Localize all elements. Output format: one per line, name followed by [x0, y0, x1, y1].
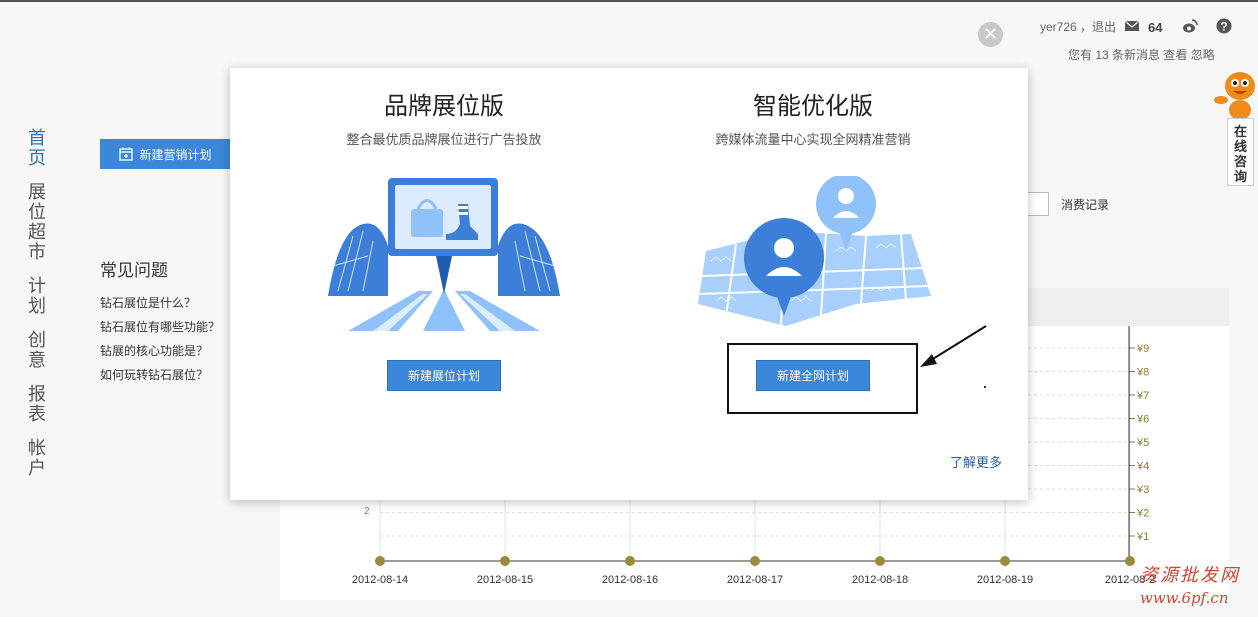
chart-point	[1000, 556, 1010, 566]
brand-subtitle: 整合最优质品牌展位进行广告投放	[346, 132, 542, 147]
chart-right-tick-label: ¥9	[1136, 343, 1149, 355]
mascot-icon	[1214, 72, 1255, 120]
notice-bar: 您有 13 条新消息 查看 忽略	[1068, 46, 1215, 63]
consume-record-link[interactable]: 消费记录	[1061, 198, 1110, 212]
faq-list: 钻石展位是什么？ 钻石展位有哪些功能？ 钻展的核心功能是？ 如何玩转钻石展位？	[100, 291, 220, 387]
chart-x-tick-label: 2012-08-18	[852, 574, 908, 586]
new-booth-plan-button[interactable]: 新建展位计划	[387, 360, 501, 391]
highlight-box	[727, 343, 918, 414]
chart-right-tick-label: ¥4	[1136, 461, 1149, 473]
notice-view-link[interactable]: 查看	[1163, 48, 1188, 62]
watermark-line1: 资源批发网	[1140, 565, 1240, 586]
username[interactable]: yer726	[1040, 20, 1077, 34]
mail-icon[interactable]	[1124, 18, 1140, 34]
chart-x-tick-label: 2012-08-2	[1105, 574, 1155, 586]
brand-billboard-illustration	[328, 178, 560, 331]
chart-x-tick-label: 2012-08-17	[727, 574, 783, 586]
nav-item-account[interactable]: 帐户	[28, 438, 46, 478]
faq-item[interactable]: 钻石展位有哪些功能？	[100, 320, 221, 334]
faq-item[interactable]: 钻石展位是什么？	[100, 296, 197, 310]
user-bar: yer726 ，退出	[1040, 18, 1116, 35]
chart-x-tick-label: 2012-08-16	[602, 574, 658, 586]
chart-right-tick-label: ¥7	[1136, 390, 1149, 402]
nav-item-report[interactable]: 报表	[28, 384, 46, 424]
nav-item-creative[interactable]: 创意	[28, 330, 46, 370]
smart-title: 智能优化版	[753, 93, 873, 120]
smart-map-illustration	[698, 176, 931, 327]
online-consult-button[interactable]: 在线咨询	[1227, 118, 1254, 186]
annotation-arrow-icon	[920, 325, 987, 367]
chart-right-tick-label: ¥8	[1136, 367, 1149, 379]
chart-point	[1125, 556, 1135, 566]
chart-point	[500, 556, 510, 566]
left-nav: 首页 展位超市 计划 创意 报表 帐户	[28, 128, 50, 492]
brand-title: 品牌展位版	[384, 93, 504, 120]
logout-link[interactable]: ，退出	[1080, 20, 1117, 34]
watermark-line2: www.6pf.cn	[1140, 589, 1229, 607]
chart-right-tick-label: ¥1	[1136, 531, 1149, 543]
new-network-plan-button[interactable]: 新建全网计划	[756, 360, 870, 391]
plan-type-modal: 品牌展位版 整合最优质品牌展位进行广告投放 新建展位计划 智能优化版 跨媒体流量…	[230, 68, 1028, 500]
help-icon[interactable]: ?	[1216, 18, 1232, 34]
top-border	[0, 0, 1258, 2]
notice-text: 您有 13 条新消息	[1068, 48, 1161, 62]
stray-dot	[984, 386, 986, 388]
chart-x-tick-label: 2012-08-15	[477, 574, 533, 586]
watermark: 资源批发网 www.6pf.cn	[1140, 561, 1240, 607]
chart-x-tick-label: 2012-08-14	[352, 574, 408, 586]
chart-point	[750, 556, 760, 566]
chart-x-tick-label: 2012-08-19	[977, 574, 1033, 586]
learn-more-link[interactable]: 了解更多	[950, 455, 1003, 470]
notice-ignore-link[interactable]: 忽略	[1190, 48, 1215, 62]
nav-item-booth-market[interactable]: 展位超市	[28, 182, 46, 262]
weibo-icon[interactable]	[1182, 18, 1198, 34]
svg-text:?: ?	[1220, 20, 1227, 34]
chart-right-tick-label: ¥3	[1136, 484, 1149, 496]
faq-item[interactable]: 钻展的核心功能是？	[100, 344, 209, 358]
chart-right-tick-label: ¥2	[1136, 508, 1149, 520]
chart-point	[875, 556, 885, 566]
faq-item[interactable]: 如何玩转钻石展位？	[100, 368, 209, 382]
new-marketing-plan-label: 新建营销计划	[139, 147, 212, 162]
nav-item-plan[interactable]: 计划	[28, 276, 46, 316]
chart-point	[625, 556, 635, 566]
faq-title: 常见问题	[100, 261, 168, 280]
chart-point	[375, 556, 385, 566]
calendar-add-icon	[119, 147, 134, 161]
nav-item-home[interactable]: 首页	[28, 128, 46, 168]
message-count[interactable]: 64	[1148, 20, 1163, 35]
close-icon[interactable]: ✕	[978, 22, 1003, 47]
smart-subtitle: 跨媒体流量中心实现全网精准营销	[715, 132, 911, 147]
chart-left-tick-label: 2	[364, 506, 370, 517]
chart-right-tick-label: ¥5	[1136, 437, 1149, 449]
chart-right-tick-label: ¥6	[1136, 414, 1149, 426]
new-marketing-plan-button[interactable]: 新建营销计划	[100, 139, 231, 169]
